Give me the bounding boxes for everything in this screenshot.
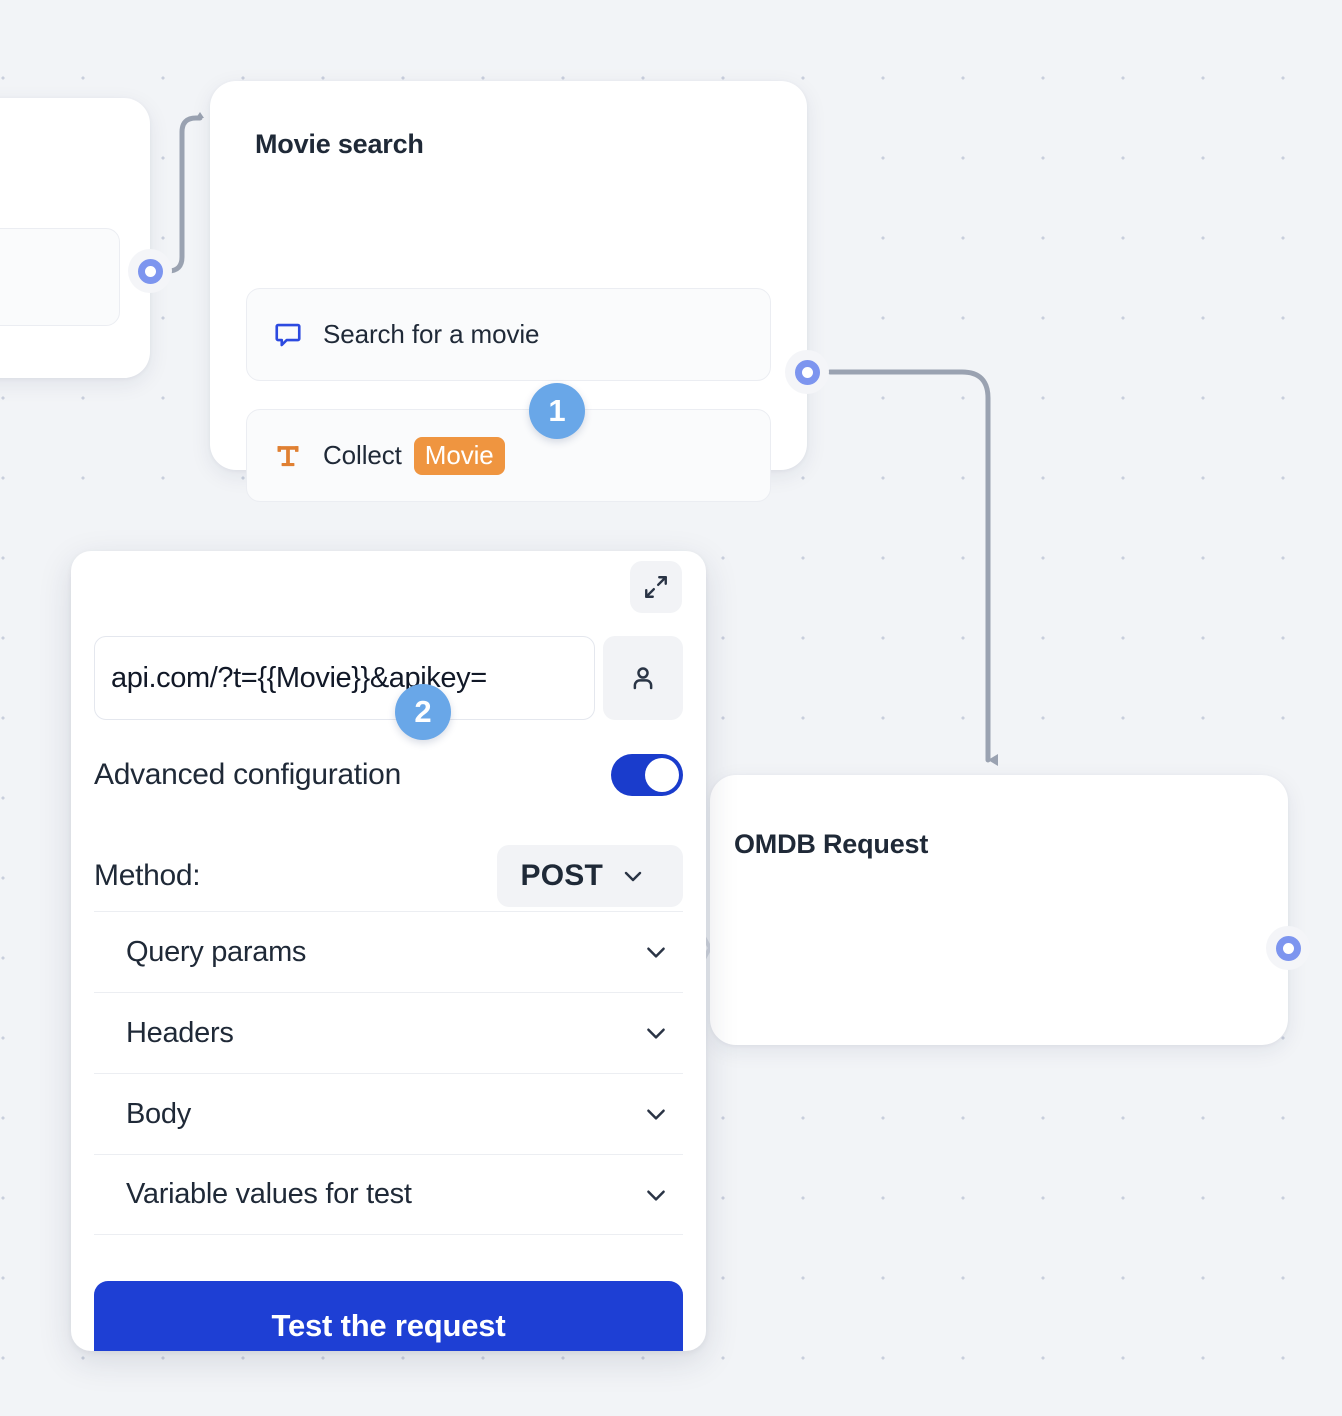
section-label: Variable values for test	[126, 1178, 412, 1210]
advanced-configuration-row[interactable]: Advanced configuration	[94, 747, 683, 803]
connector-handle-movie-search-output[interactable]	[785, 350, 829, 394]
connector-handle-omdb-output[interactable]	[1266, 926, 1310, 970]
method-select[interactable]: POST	[496, 845, 683, 907]
edge-movie-to-omdb	[827, 369, 998, 766]
handle-ring	[1275, 935, 1301, 961]
method-label: Method:	[94, 859, 201, 892]
connector-handle-left-node[interactable]	[128, 249, 172, 293]
chat-bubble-icon	[271, 318, 305, 352]
text-t-icon	[271, 439, 305, 473]
toggle-knob	[645, 758, 679, 792]
chevron-down-icon	[621, 864, 645, 888]
section-variable-values-for-test[interactable]: Variable values for test	[94, 1154, 683, 1235]
method-row: Method: POST	[94, 840, 683, 912]
step-badge-1: 1	[529, 383, 585, 439]
chevron-down-icon	[643, 939, 669, 965]
step-badge-2: 2	[395, 684, 451, 740]
config-sections-list: Query params Headers Body	[94, 911, 683, 1235]
node-title-movie-search: Movie search	[255, 129, 424, 159]
url-field-group[interactable]	[94, 636, 683, 720]
node-row-search-for-a-movie[interactable]: Search for a movie	[246, 288, 771, 381]
advanced-configuration-label: Advanced configuration	[94, 758, 401, 791]
section-label: Headers	[126, 1016, 234, 1049]
handle-ring	[137, 258, 163, 284]
chevron-down-icon	[643, 1101, 669, 1127]
node-card-partial[interactable]	[0, 98, 150, 378]
section-headers[interactable]: Headers	[94, 992, 683, 1073]
chevron-down-icon	[643, 1020, 669, 1046]
node-row-collect-movie[interactable]: Collect Movie	[246, 409, 771, 502]
section-body[interactable]: Body	[94, 1073, 683, 1154]
node-card-movie-search[interactable]: Movie search Search for a movie	[210, 81, 807, 502]
node-row-label: Collect	[323, 440, 402, 470]
request-config-panel[interactable]: Advanced configuration Method: POST Quer…	[71, 551, 706, 1351]
node-card-omdb-request[interactable]: OMDB Request POST http://www.omdb...	[710, 775, 1288, 1045]
advanced-configuration-toggle[interactable]	[611, 754, 683, 796]
node-title-omdb-request: OMDB Request	[734, 829, 929, 859]
test-the-request-button[interactable]: Test the request	[94, 1281, 683, 1351]
variable-pill-movie[interactable]: Movie	[413, 436, 505, 475]
section-label: Body	[126, 1097, 191, 1130]
edge-left-to-movie	[149, 112, 204, 274]
url-input[interactable]	[94, 636, 595, 720]
method-value: POST	[520, 859, 603, 892]
expand-diagonal-icon[interactable]	[630, 561, 682, 613]
node-row-label: Search for a movie	[323, 319, 540, 349]
handle-ring	[794, 359, 820, 385]
node-partial-row[interactable]	[0, 228, 120, 326]
section-label: Query params	[126, 935, 307, 968]
person-icon[interactable]	[603, 636, 683, 720]
section-query-params[interactable]: Query params	[94, 911, 683, 992]
chevron-down-icon	[643, 1182, 669, 1208]
